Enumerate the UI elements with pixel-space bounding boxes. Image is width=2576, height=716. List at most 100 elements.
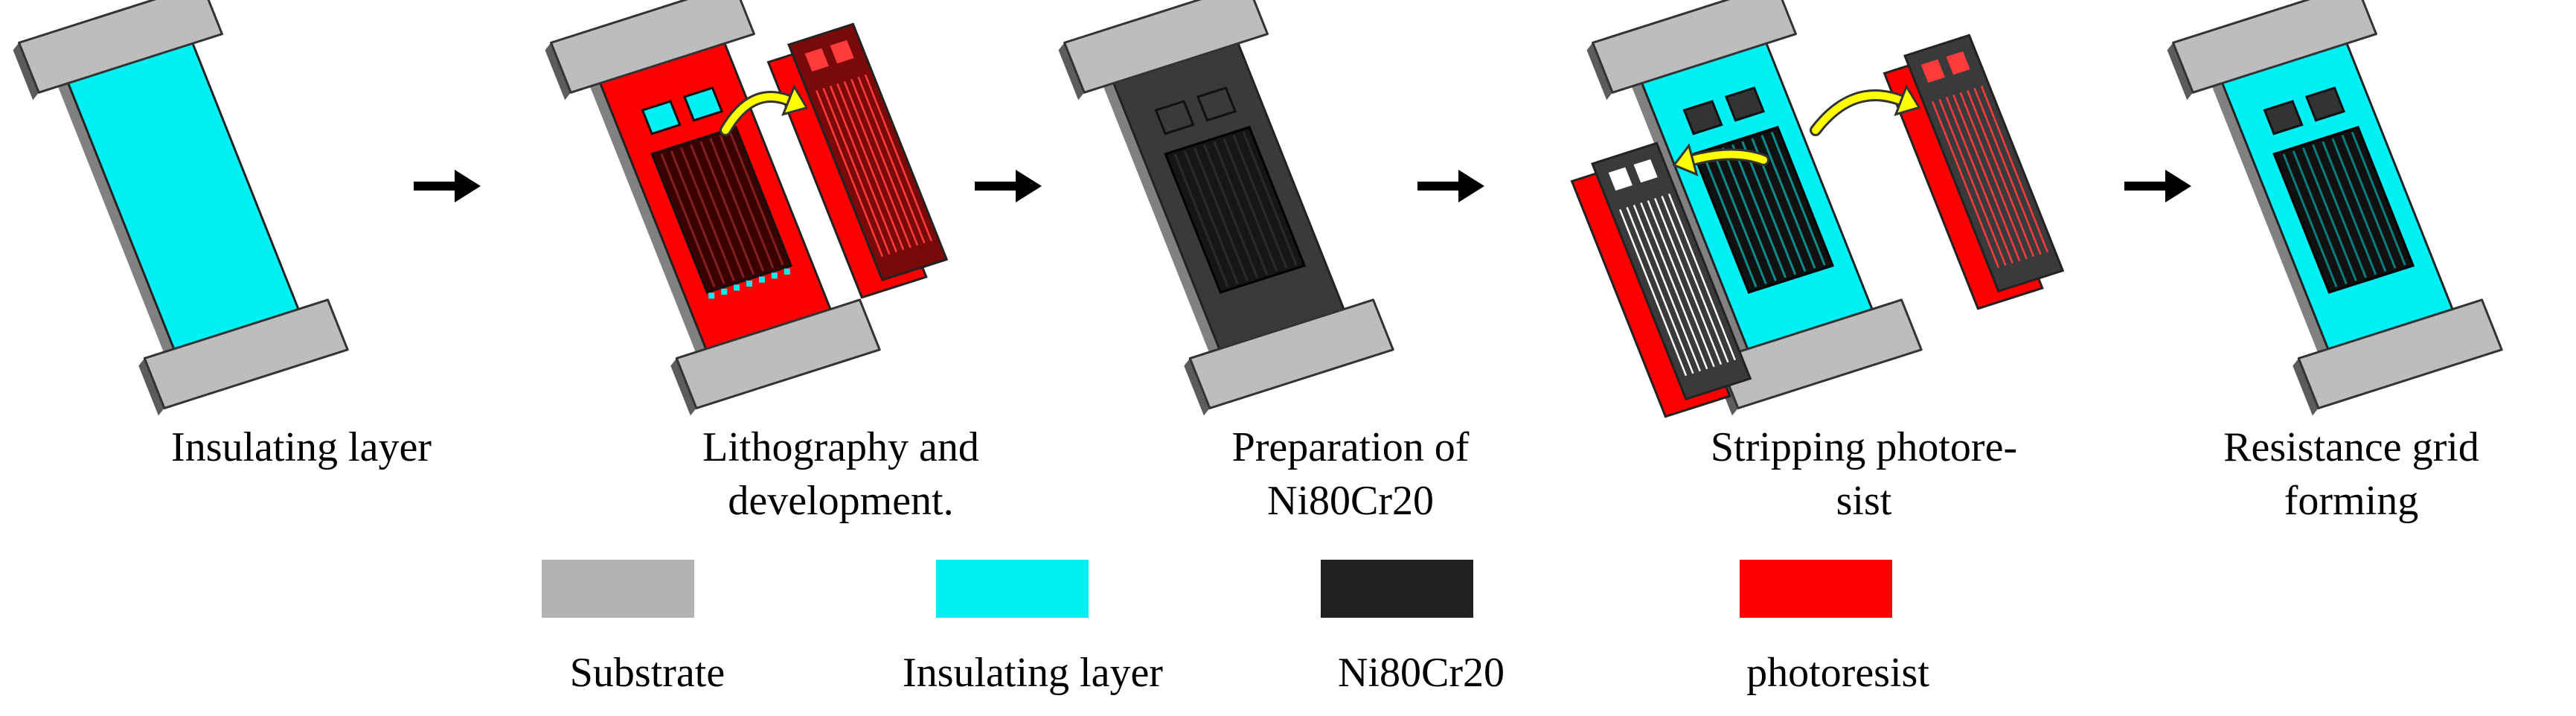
step-1-caption-line-1: Insulating layer [171, 424, 432, 470]
step-2-resist-piece-line [816, 90, 884, 258]
step-2-resist-piece-line [864, 74, 932, 242]
step-4-strip-edge [1630, 71, 1753, 372]
step-4-transfer-arrow-right [1812, 92, 1905, 134]
step-4-caption: Stripping photore- sist [1711, 421, 2017, 528]
step-4-strip-grid-line [1731, 144, 1787, 278]
step-5-caption-line-2: forming [2284, 478, 2419, 524]
step-4-left-piece-face [1591, 141, 1752, 401]
step-5-strip-pad-right [2304, 86, 2346, 122]
step-4-strip [1586, 0, 1923, 416]
step-4-left-piece-line [1633, 205, 1701, 372]
step-2-transfer-arrow [722, 93, 792, 134]
step-2-strip-grid-line [709, 138, 765, 272]
step-1-strip-top-clamp [18, 0, 223, 94]
step-3-strip-grid-line [1242, 132, 1298, 266]
step-4-strip-pad-left [1682, 100, 1723, 135]
step-3-strip-grid-line [1213, 141, 1269, 275]
step-2-resist-piece [766, 22, 949, 299]
step-3-strip [1058, 0, 1394, 416]
step-4-transfer-arrow-right-head [1894, 83, 1921, 116]
step-5-strip [2167, 0, 2503, 416]
step-2-strip-grid-line [679, 147, 735, 281]
step-5-caption-line-1: Resistance grid [2223, 424, 2479, 470]
step-3-strip-pad-left [1154, 100, 1195, 135]
step-5-strip-edge [2210, 71, 2333, 372]
step-2-caption-line-1: Lithography and [702, 424, 979, 470]
step-4-left-piece-line [1626, 207, 1694, 374]
step-5-strip-grid-line [2312, 144, 2367, 278]
step-2-strip-bottom-clamp [675, 298, 881, 409]
step-2-strip-grid-dot [721, 288, 728, 295]
step-arrow-4 [2124, 170, 2191, 202]
step-2-strip-grid-dot [734, 284, 740, 291]
step-arrow-3 [1417, 170, 1484, 202]
step-2-resist-piece-line [829, 86, 897, 253]
step-4-left-piece [1570, 141, 1752, 418]
step-3-caption-line-1: Preparation of [1231, 424, 1470, 470]
step-1-caption: Insulating layer [171, 421, 432, 474]
step-3-strip-grid-line [1173, 153, 1229, 288]
step-2-strip-pad-right [682, 86, 724, 122]
step-4-caption-line-1: Stripping photore- [1710, 424, 2018, 470]
step-4-right-piece-line [1952, 95, 2021, 262]
step-5-strip-top-clamp [2172, 0, 2377, 94]
legend-label-photoresist: photoresist [1746, 650, 1929, 696]
step-3-strip-grid-line [1232, 135, 1288, 269]
step-2-strip-grid-line [690, 144, 745, 278]
step-1-strip-sheet [62, 29, 305, 363]
step-2-transfer-arrow-head [781, 84, 809, 116]
step-4-caption-line-2: sist [1836, 478, 1892, 524]
legend-label-substrate: Substrate [569, 650, 725, 696]
step-2-strip-grid-line [719, 135, 775, 269]
step-1-strip-edge [56, 71, 179, 372]
step-3-strip-grid-line [1193, 147, 1249, 281]
step-4-left-piece-line [1647, 200, 1715, 368]
step-4-left-piece-line [1661, 196, 1729, 363]
step-4-right-piece-line [1980, 86, 2048, 253]
step-4-right-piece [1883, 33, 2065, 310]
step-3-strip-grid-line [1203, 144, 1258, 278]
step-2-caption-line-2: development. [728, 478, 954, 524]
step-4-left-piece-line [1640, 202, 1708, 370]
step-4-right-piece-line [1938, 99, 2007, 266]
step-2-strip-grid-line [670, 150, 725, 284]
step-5-strip-grid-line [2292, 150, 2348, 284]
step-2-resist-piece-line [857, 77, 926, 244]
step-3-strip-edge [1101, 71, 1225, 372]
step-4-transfer-arrow-left [1689, 150, 1767, 164]
step-5-strip-grid-line [2301, 147, 2357, 281]
legend-swatch-nicr [1321, 560, 1473, 618]
legend-swatch-insulating [936, 560, 1089, 618]
step-3-strip-grid-line [1183, 150, 1239, 284]
step-arrow-1 [414, 170, 481, 202]
step-5-strip-grid-line [2282, 153, 2338, 288]
step-4-right-piece-line [1959, 92, 2028, 260]
step-2-strip-grid-line [699, 141, 755, 275]
step-3-strip-pad-right [1196, 86, 1237, 122]
step-2-strip-top-clamp [550, 0, 755, 94]
step-5-strip-pad-left [2263, 100, 2304, 135]
step-2-strip-pad-left [641, 100, 682, 135]
step-4-strip-pad-right [1724, 86, 1766, 122]
legend-label-nicr: Ni80Cr20 [1338, 650, 1505, 696]
step-5-strip-grid-line [2322, 141, 2377, 275]
step-2-resist-piece-line [836, 83, 905, 251]
step-3-caption: Preparation of Ni80Cr20 [1232, 421, 1470, 528]
step-2-resist-piece-face [787, 22, 949, 282]
step-4-right-piece-line [1932, 101, 2000, 269]
step-1-strip [13, 0, 349, 416]
step-4-right-piece-pad [1946, 51, 1970, 75]
step-2-resist-piece-pad [830, 39, 854, 64]
step-2-caption: Lithography and development. [702, 421, 979, 528]
step-2-resist-piece-line [822, 88, 891, 255]
step-5-strip-grid-line [2341, 135, 2397, 269]
step-2-resist-piece-line [843, 81, 911, 249]
step-4-strip-grid-line [1702, 153, 1758, 288]
step-4-strip-top-clamp [1592, 0, 1797, 94]
step-4-strip-grid-line [1741, 141, 1797, 275]
step-4-right-piece-pad [1920, 59, 1945, 83]
step-2-strip-grid-dot [708, 293, 715, 299]
step-4-left-piece-pad [1608, 167, 1633, 191]
